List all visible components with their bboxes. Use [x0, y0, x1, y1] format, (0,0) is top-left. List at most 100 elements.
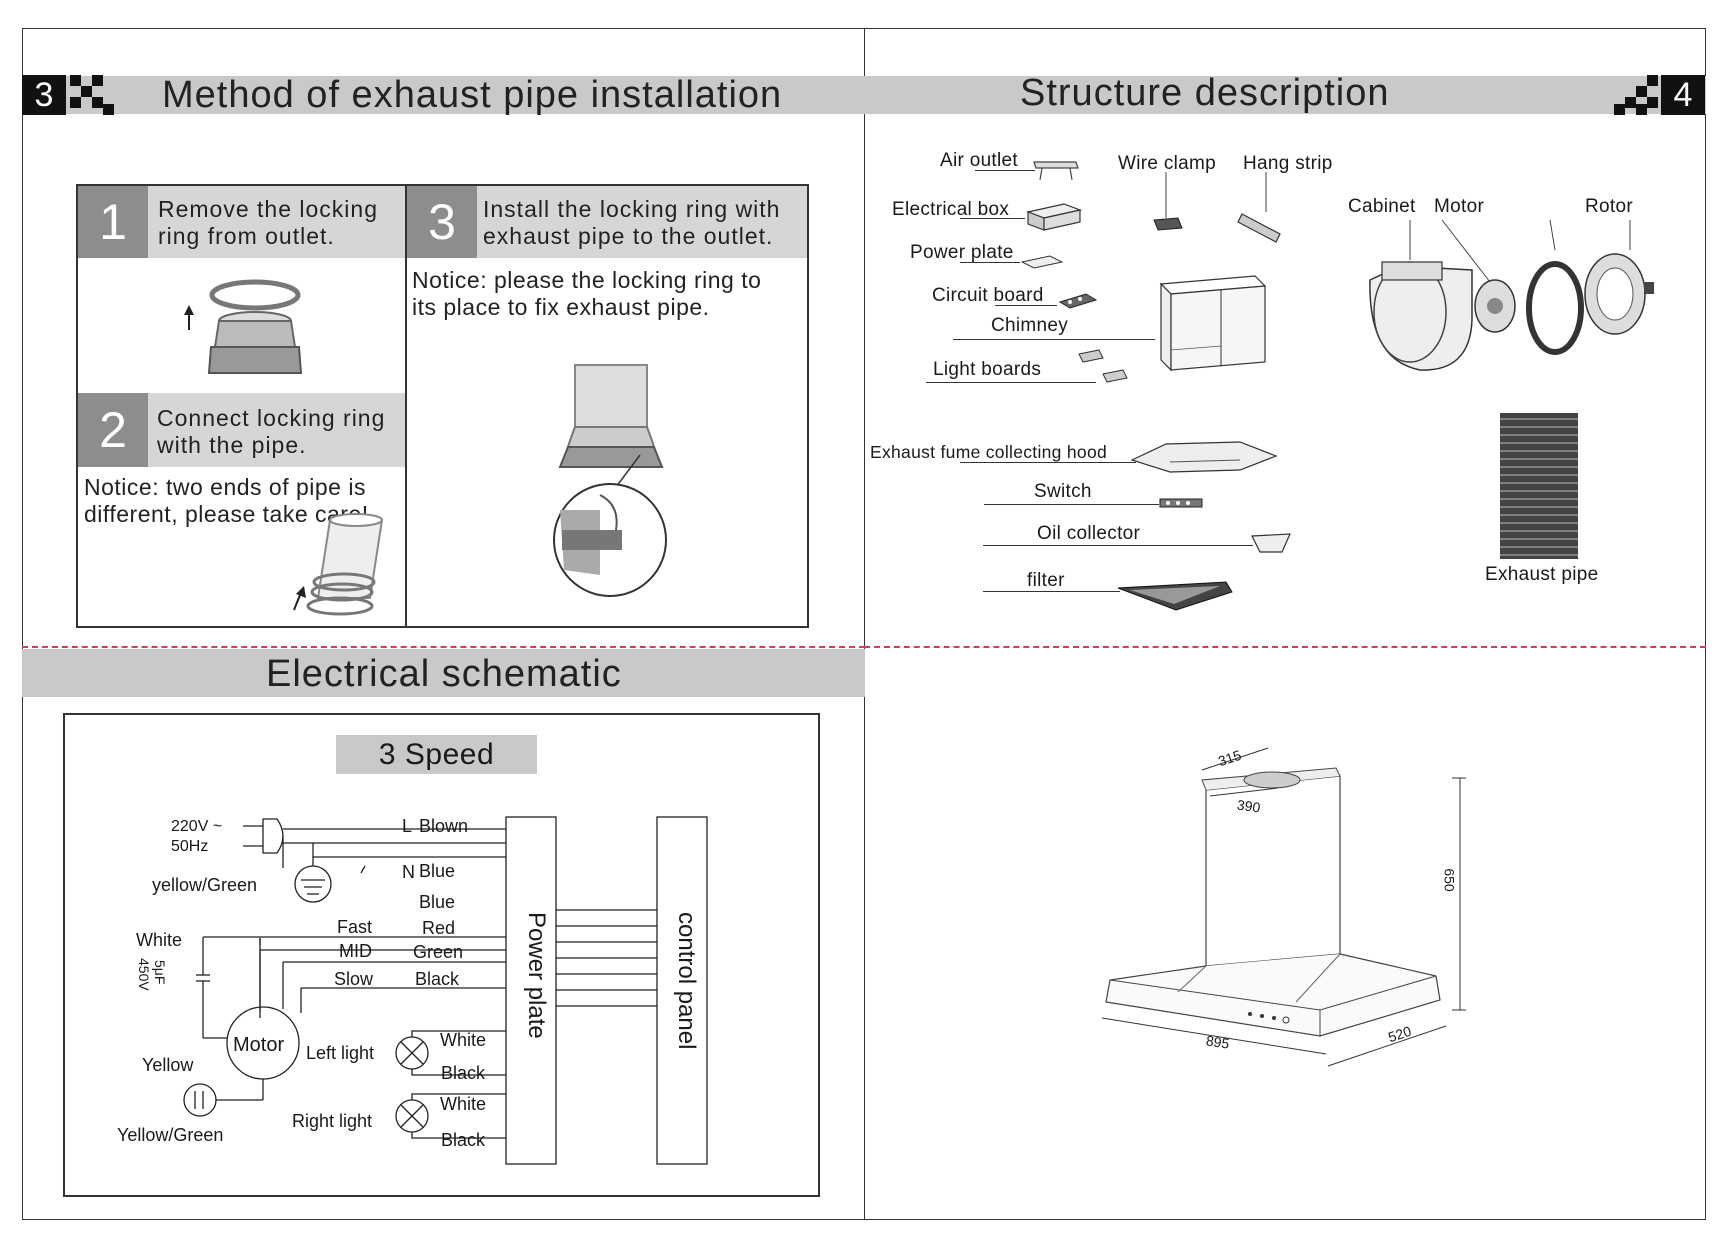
label-oil-collector: Oil collector: [1037, 523, 1141, 544]
wire-black-left: Black: [441, 1063, 486, 1083]
right-light-label: Right light: [292, 1111, 373, 1131]
fan-assembly-illustration: [1369, 219, 1654, 371]
dim-height: 650: [1441, 868, 1458, 892]
install-steps-divider: [405, 184, 407, 628]
label-wire-clamp: Wire clamp: [1118, 153, 1217, 174]
leader-circuit-board: [995, 305, 1057, 306]
leader-light-boards: [926, 382, 1096, 383]
right-header-band: [864, 76, 1706, 114]
wire-white-right: White: [440, 1094, 487, 1114]
power-plate-label: Power plate: [523, 912, 550, 1039]
white-cap-label: White: [136, 930, 183, 950]
oil-collector-icon: [1251, 533, 1291, 553]
dashed-separator-left: [22, 646, 865, 648]
hood-dimension-drawing: [1101, 747, 1466, 1067]
label-rotor: Rotor: [1585, 196, 1633, 217]
left-header-band: [22, 76, 865, 114]
leader-electrical-box: [960, 218, 1025, 219]
supply-frequency: 50Hz: [171, 838, 209, 855]
schematic-wiring: [183, 816, 708, 1165]
speed-title: 3 Speed: [378, 738, 495, 771]
right-page-frame: [864, 28, 1706, 1220]
label-electrical-box: Electrical box: [892, 199, 1010, 220]
label-circuit-board: Circuit board: [932, 285, 1044, 306]
control-panel-label: control panel: [673, 912, 700, 1050]
motor-label: Motor: [233, 1034, 285, 1056]
wire-n: N: [402, 862, 415, 882]
leader-air-outlet: [975, 170, 1035, 171]
wire-slow: Slow: [334, 969, 374, 989]
electrical-box-icon: [1025, 203, 1083, 231]
label-filter: filter: [1027, 570, 1065, 591]
yellow-green-label: Yellow/Green: [117, 1125, 224, 1145]
step-2-text: Connect locking ring with the pipe.: [157, 405, 386, 458]
supply-voltage: 220V ~: [171, 818, 223, 835]
wire-blown: Blown: [419, 816, 469, 836]
capacitor-voltage: 450V: [136, 958, 152, 991]
schematic-title: Electrical schematic: [266, 653, 622, 695]
page-number-left: 3: [22, 75, 66, 115]
dim-top-width: 390: [1236, 796, 1262, 816]
dashed-separator-right: [864, 646, 1706, 648]
schematic-header-band: [22, 649, 865, 697]
wire-black-right: Black: [441, 1130, 486, 1150]
wire-black: Black: [415, 969, 460, 989]
wire-green: Green: [413, 942, 464, 962]
locking-ring-illustration: [184, 279, 303, 374]
wire-red: Red: [422, 918, 456, 938]
leader-exhaust-hood: [960, 462, 1136, 463]
leader-switch: [984, 504, 1159, 505]
earth-label: yellow/Green: [152, 875, 258, 895]
leader-oil-collector: [983, 545, 1253, 546]
circuit-board-icon: [1058, 293, 1098, 309]
left-light-label: Left light: [306, 1043, 375, 1063]
page-number-right: 4: [1661, 75, 1705, 115]
label-air-outlet: Air outlet: [940, 150, 1018, 171]
capacitor-value: 5μF: [152, 960, 168, 985]
step-3-text: Install the locking ring with exhaust pi…: [483, 196, 781, 249]
schematic-box: [63, 713, 820, 1197]
speed-title-band: [336, 735, 537, 774]
wire-blue-2: Blue: [419, 892, 456, 912]
label-switch: Switch: [1034, 481, 1092, 502]
label-power-plate: Power plate: [910, 242, 1014, 263]
label-motor-part: Motor: [1434, 196, 1485, 217]
step-1-text: Remove the locking ring from outlet.: [158, 196, 378, 249]
pipe-with-ring-illustration: [293, 513, 384, 616]
dim-width: 895: [1204, 1032, 1231, 1052]
air-outlet-icon: [1033, 161, 1079, 181]
chimney-icon: [1159, 275, 1267, 372]
leader-filter: [983, 591, 1120, 592]
wire-fast: Fast: [337, 917, 373, 937]
wire-clamp-icon: [1153, 172, 1183, 231]
wire-l: L: [402, 816, 413, 836]
wire-blue: Blue: [419, 861, 456, 881]
hang-strip-icon: [1237, 172, 1281, 243]
wire-white-left: White: [440, 1030, 487, 1050]
notice-pipe-ends: Notice: two ends of pipe is different, p…: [84, 474, 369, 527]
step-1-number: 1: [78, 186, 148, 258]
yellow-label: Yellow: [142, 1055, 194, 1075]
filter-icon: [1117, 581, 1233, 611]
notice-locking-ring: Notice: please the locking ring to its p…: [412, 267, 762, 320]
light-boards-icon: [1078, 349, 1128, 383]
label-light-boards: Light boards: [933, 359, 1042, 380]
checker-icon-left: [70, 75, 114, 115]
install-steps-box: [76, 184, 809, 628]
pipe-fitting-illustration: [553, 364, 667, 597]
leader-power-plate: [960, 262, 1020, 263]
checker-icon-right: [1614, 75, 1658, 115]
exhaust-pipe-illustration: [1500, 413, 1578, 559]
label-chimney: Chimney: [991, 315, 1069, 336]
left-page-title: Method of exhaust pipe installation: [162, 74, 783, 116]
label-exhaust-pipe: Exhaust pipe: [1485, 564, 1599, 585]
label-exhaust-hood: Exhaust fume collecting hood: [870, 442, 1108, 462]
label-cabinet: Cabinet: [1348, 196, 1416, 217]
leader-chimney: [953, 339, 1155, 340]
right-page-title: Structure description: [1020, 72, 1390, 114]
wire-mid: MID: [339, 941, 372, 961]
switch-icon: [1159, 498, 1203, 508]
label-hang-strip: Hang strip: [1243, 153, 1333, 174]
step-3-number: 3: [407, 186, 477, 258]
exhaust-hood-icon: [1130, 441, 1278, 473]
